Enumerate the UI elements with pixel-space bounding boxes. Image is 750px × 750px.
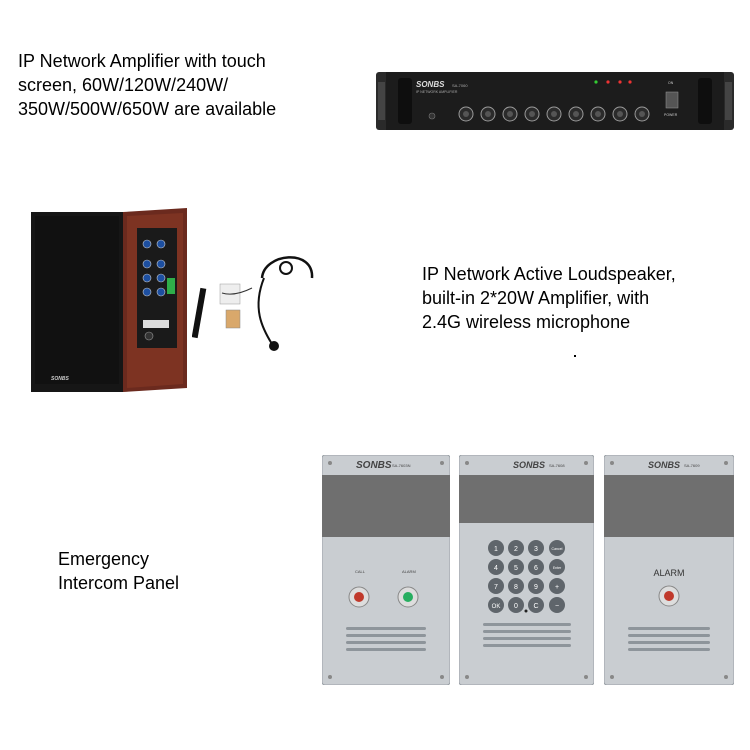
panel2-model: SA-7608 <box>549 463 565 468</box>
stray-dot <box>574 355 576 357</box>
amp-brand: SONBS <box>416 80 445 89</box>
amp-power-label: POWER <box>664 113 678 117</box>
key-minus: − <box>555 603 559 610</box>
panel3-brand: SONBS <box>648 460 680 470</box>
key-3: 3 <box>534 546 538 553</box>
speaker-caption: IP Network Active Loudspeaker, built-in … <box>422 262 742 334</box>
amplifier-caption-line: screen, 60W/120W/240W/ <box>18 75 229 95</box>
key-c: C <box>533 603 538 610</box>
speaker-brand: SONBS <box>51 376 69 382</box>
key-7: 7 <box>494 584 498 591</box>
panel3-alarm-label: ALARM <box>653 568 684 578</box>
panel2-brand: SONBS <box>513 460 545 470</box>
amp-model: SA-7060 <box>452 83 468 88</box>
key-2: 2 <box>514 546 518 553</box>
panel-caption: Emergency Intercom Panel <box>58 547 238 595</box>
key-8: 8 <box>514 584 518 591</box>
key-cancel: Cancel <box>552 547 563 551</box>
key-4: 4 <box>494 565 498 572</box>
key-9: 9 <box>534 584 538 591</box>
panel-caption-line: Emergency <box>58 549 150 569</box>
speaker-caption-line: IP Network Active Loudspeaker, <box>422 264 676 284</box>
amplifier-caption-line: IP Network Amplifier with touch <box>18 51 266 71</box>
intercom-panel-alarm: SONBS SA-7609 ALARM <box>604 455 734 685</box>
speaker-caption-line: 2.4G wireless microphone <box>422 312 631 332</box>
amplifier-image: SONBS SA-7060 IP NETWORK AMPLIFIER ON PO… <box>376 70 734 132</box>
intercom-panel-keypad: SONBS SA-7608 1 2 3 Cancel 4 5 6 Enter 7… <box>459 455 594 685</box>
panel1-alarm-label: ALARM <box>402 569 416 574</box>
amplifier-caption-line: 350W/500W/650W are available <box>18 99 277 119</box>
key-enter: Enter <box>553 566 562 570</box>
panel1-model: SA-7603N <box>392 463 411 468</box>
amp-on-label: ON <box>668 81 674 85</box>
amp-subtitle: IP NETWORK AMPLIFIER <box>416 90 458 94</box>
key-0: 0 <box>514 603 518 610</box>
speaker-image: SONBS <box>27 208 192 393</box>
key-5: 5 <box>514 565 518 572</box>
panel1-call-label: CALL <box>355 569 366 574</box>
key-ok: OK <box>492 604 501 610</box>
panel3-model: SA-7609 <box>684 463 700 468</box>
key-1: 1 <box>494 546 498 553</box>
amplifier-caption: IP Network Amplifier with touch screen, … <box>18 49 348 121</box>
wireless-microphone-image <box>191 248 322 358</box>
panel1-brand: SONBS <box>356 460 392 471</box>
speaker-caption-line: built-in 2*20W Amplifier, with <box>422 288 650 308</box>
intercom-panel-call: SONBS SA-7603N CALL ALARM <box>322 455 450 685</box>
panel-caption-line: Intercom Panel <box>58 573 180 593</box>
key-plus: + <box>555 584 559 591</box>
key-6: 6 <box>534 565 538 572</box>
